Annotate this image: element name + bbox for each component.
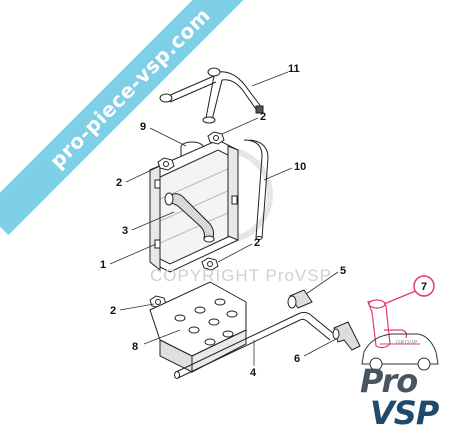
leader-2d [119,303,155,311]
part-6-elbow [332,321,361,351]
nut-top-right [207,131,225,145]
part-1-radiator [149,139,239,273]
leader-2c [217,243,253,263]
part-4-pipe [174,311,335,379]
part-10-tube [243,139,269,240]
callout-6: 6 [294,353,300,365]
leader-2b [125,165,161,183]
car-outline-icon [361,333,439,371]
callout-11: 11 [288,63,300,75]
watermark-copyright: COPYRIGHT ProVSP [150,266,332,285]
part-8-support-plate [149,281,247,373]
callout-9: 9 [140,121,146,133]
nut-left [157,157,175,171]
nut-middle [201,257,219,271]
part-3-hose [164,192,215,243]
part-5-connector [287,289,313,309]
callout-7-circle [413,275,435,297]
callout-2a: 2 [260,111,266,123]
provsp-logo: GROUP Pro VSP [352,318,460,434]
callout-1: 1 [100,259,106,271]
callout-4: 4 [250,367,257,379]
callout-2b: 2 [116,177,122,189]
leader-8 [143,329,181,345]
callout-10: 10 [294,161,306,173]
callout-2d: 2 [110,305,116,317]
leader-1 [109,243,157,265]
leader-10 [263,167,293,181]
callout-2c: 2 [254,237,260,249]
part-11-support-bracket [159,67,264,124]
leader-11 [251,71,289,87]
leader-lines [109,71,419,366]
leader-6 [303,337,339,357]
logo-pro-text: Pro [360,362,418,400]
leader-7 [383,289,419,305]
leader-5 [305,271,339,295]
leader-2a [221,117,259,135]
leader-9 [149,127,187,147]
logo-vsp-text: VSP [370,394,439,432]
callout-3: 3 [122,225,128,237]
leader-3 [131,211,175,231]
callout-7: 7 [421,281,427,293]
callout-8: 8 [132,341,138,353]
callout-5: 5 [340,265,346,277]
logo-group-text: GROUP [396,340,418,346]
